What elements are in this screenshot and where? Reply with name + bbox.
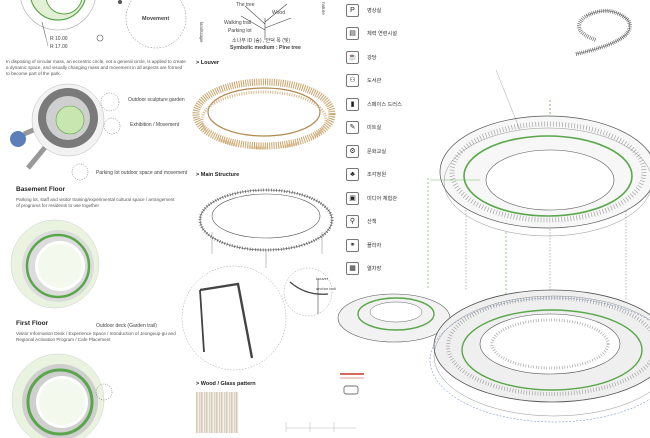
legend-label: 강당 xyxy=(367,54,377,61)
concept-description: In disposing of circular mass, an eccent… xyxy=(6,59,186,76)
bottle-icon: ▮ xyxy=(346,97,359,111)
legend-label: 문화교실 xyxy=(367,148,387,155)
legend-label: 미디어 체험관 xyxy=(367,195,398,202)
legend-item: ⚲ 산책 xyxy=(346,215,377,228)
tree-label-nature: nature xyxy=(321,2,326,15)
frame-icon: ▣ xyxy=(346,191,359,205)
legend-label: 조각정원 xyxy=(367,172,387,178)
louver-title: > Louver xyxy=(196,60,220,66)
pen-icon: ✎ xyxy=(346,121,359,134)
legend-label: 도서관 xyxy=(367,78,382,84)
tree-label-top-left: The tree xyxy=(236,2,255,8)
symbolic-medium-label: Symbolic medium : Pine tree xyxy=(230,45,301,51)
radius-label-2: R 17.00 xyxy=(50,44,68,50)
tree-icon: ♣ xyxy=(346,168,359,181)
legend-label: 스페이스 드러스 xyxy=(367,101,402,108)
legend-item: ▣ 미디어 체험관 xyxy=(346,191,398,205)
first-floor-plan xyxy=(11,353,113,438)
legend-item: ☕ 강당 xyxy=(346,50,377,64)
structure-detail-drawing xyxy=(181,265,333,371)
tree-label-landscape: landscape xyxy=(199,22,204,43)
first-floor-annotation: Outdoor deck (Garden trail) xyxy=(96,323,157,329)
legend-item: ▮ 스페이스 드러스 xyxy=(346,97,402,111)
legend-label: 영상실 xyxy=(367,7,382,14)
book-icon: ▤ xyxy=(346,27,359,40)
legend-item: ♣ 조각정원 xyxy=(346,168,387,181)
louver-ring-drawing xyxy=(192,78,336,150)
pine-tree-concept-diagram xyxy=(240,3,292,40)
gear-icon: ⚙ xyxy=(346,144,359,158)
legend-item: ▦ 열차장 xyxy=(346,262,382,275)
legend-item: ⚭ 플라자 xyxy=(346,238,382,252)
legend-item: P 영상실 xyxy=(346,3,382,17)
tree-label-parking: Parking lot xyxy=(228,28,252,34)
radius-label-1: R 10.00 xyxy=(50,36,68,42)
main-structure-drawing xyxy=(198,188,334,268)
symbol-korean-label: 소나무 ID (숲) , 안덕 목 (빛) xyxy=(232,38,291,44)
legend-label: 체력 연련시설 xyxy=(367,31,398,37)
first-floor-title: First Floor xyxy=(16,320,49,327)
eccentric-circle-diagram xyxy=(20,0,187,49)
legend-item: ⚇ 도서관 xyxy=(346,74,382,87)
parking-icon: P xyxy=(346,3,359,17)
cup-icon: ☕ xyxy=(346,50,359,64)
bike-icon: ⚭ xyxy=(346,238,359,252)
annotation-parking: Parking lot outdoor space and movement xyxy=(96,170,188,176)
legend-item: ⚙ 문화교실 xyxy=(346,144,387,158)
people-icon: ⚇ xyxy=(346,74,359,87)
tree-label-walking-trail: Walking trail xyxy=(224,20,252,26)
legend-label: 플라자 xyxy=(367,242,382,249)
wood-glass-scale-marks xyxy=(285,422,356,432)
first-floor-description: Visitor Information Desk / Experience Sp… xyxy=(16,331,176,342)
legend-label: 열차장 xyxy=(367,266,382,272)
annotation-exhibition: Exhibition / Movement xyxy=(130,122,180,128)
wood-glass-pattern-swatch xyxy=(196,392,238,433)
annotation-sculpture-garden: Outdoor sculpture garden xyxy=(128,97,185,103)
legend-item: ✎ 미트실 xyxy=(346,121,382,134)
main-structure-title: > Main Structure xyxy=(196,172,240,178)
detail-label-louver: Louver xyxy=(316,276,329,281)
legend-label: 산책 xyxy=(367,219,377,225)
tree-label-top-right: Wood xyxy=(272,10,285,16)
basement-floor-description: Parking lot, staff and visitor training/… xyxy=(16,197,175,208)
movement-label: Movement xyxy=(142,16,170,22)
detail-label-anchor-bolt: anchor bolt xyxy=(316,286,336,291)
grid-icon: ▦ xyxy=(346,262,359,275)
basement-floor-title: Basement Floor xyxy=(16,186,66,193)
basement-floor-plan xyxy=(10,219,100,309)
site-plan-diagram xyxy=(10,83,121,181)
legend-label: 미트실 xyxy=(367,125,382,131)
walk-icon: ⚲ xyxy=(346,215,359,228)
legend-item: ▤ 체력 연련시설 xyxy=(346,27,398,40)
wood-glass-title: > Wood / Glass pattern xyxy=(196,381,256,387)
exploded-axonometric-drawing xyxy=(337,8,650,423)
